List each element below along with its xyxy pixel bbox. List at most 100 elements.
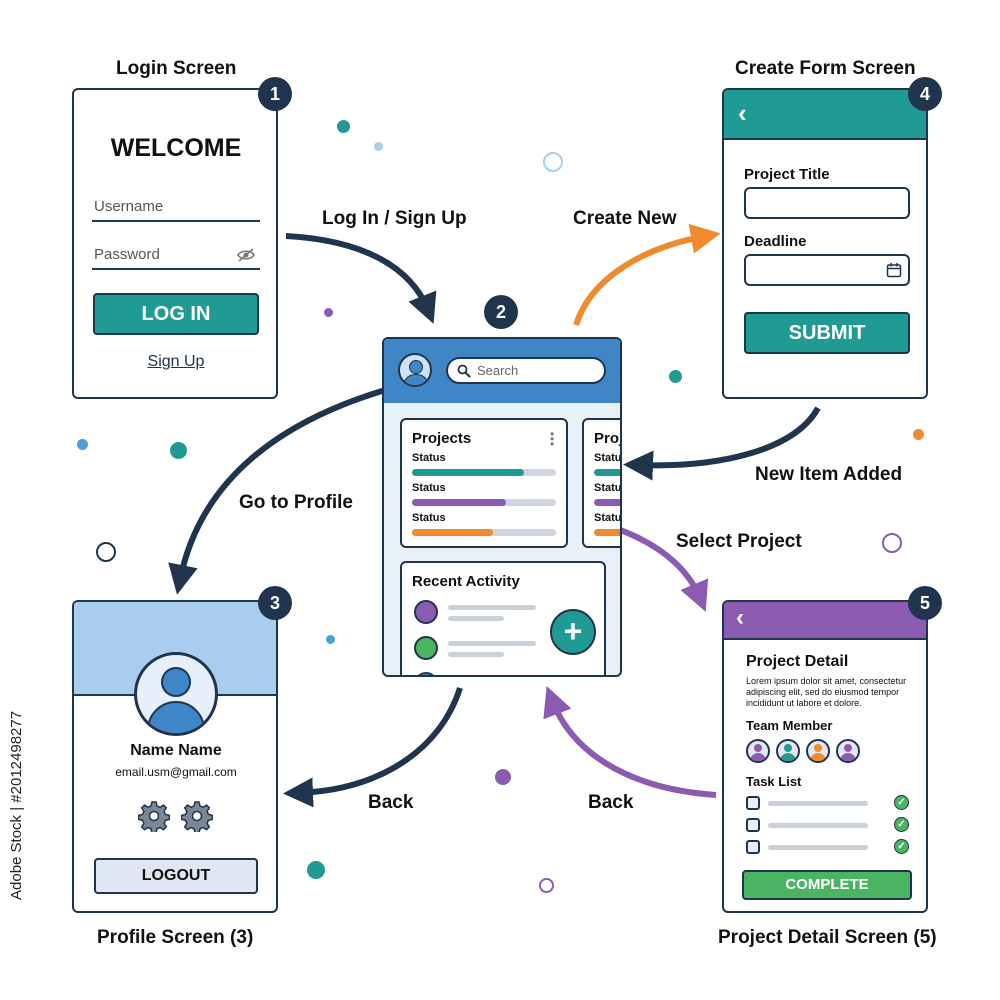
decor-dot: [324, 308, 333, 317]
settings-gear-icon[interactable]: [181, 800, 213, 832]
plus-icon: +: [563, 613, 583, 649]
back-chevron-icon[interactable]: ‹: [736, 604, 744, 631]
profile-avatar[interactable]: [134, 652, 218, 736]
task-line: [768, 845, 868, 850]
task-list-label: Task List: [746, 774, 802, 789]
arrow-detail-back: [543, 685, 717, 798]
decor-ring: [543, 152, 563, 172]
login-screen-caption: Login Screen: [116, 58, 237, 79]
detail-header: [724, 602, 926, 640]
status-bar-fill: [412, 499, 506, 506]
deadline-input[interactable]: [744, 254, 910, 286]
status-label: Status: [412, 482, 446, 494]
check-circle-icon: ✓: [894, 817, 909, 832]
watermark-brand: Adobe Stock: [8, 814, 25, 900]
form-header: [724, 90, 926, 140]
task-checkbox[interactable]: [746, 840, 760, 854]
flow-label-create-new: Create New: [573, 208, 677, 229]
dashboard-screen: Search Projects ••• Status Status Status…: [382, 337, 622, 677]
status-label: Status: [412, 452, 446, 464]
project-title-input[interactable]: [744, 187, 910, 219]
status-bar: [412, 529, 556, 536]
decor-dot: [495, 769, 511, 785]
step-badge-3: 3: [258, 586, 292, 620]
submit-button[interactable]: SUBMIT: [744, 312, 910, 354]
team-member-avatar[interactable]: [836, 739, 860, 763]
activity-line: [448, 616, 504, 621]
arrow-profile-back: [283, 687, 463, 808]
projects-card[interactable]: Projects ••• Status Status Status: [400, 418, 568, 548]
welcome-title: WELCOME: [110, 134, 242, 162]
flow-label-detail-back: Back: [588, 792, 634, 813]
task-line: [768, 823, 868, 828]
username-placeholder: Username: [94, 198, 164, 215]
status-label: Statu: [594, 512, 622, 524]
projects-card-2[interactable]: Proj Statu Statu Statu: [582, 418, 622, 548]
decor-dot: [337, 120, 350, 133]
projects-card-title: Projects: [412, 430, 472, 447]
complete-button[interactable]: COMPLETE: [742, 870, 912, 900]
step-badge-2: 2: [484, 295, 518, 329]
team-member-avatar[interactable]: [806, 739, 830, 763]
step-badge-4: 4: [908, 77, 942, 111]
watermark-vertical: Adobe Stock | #2012498277: [8, 710, 25, 900]
activity-line: [448, 652, 504, 657]
login-screen: WELCOME Username Password LOG IN Sign Up: [72, 88, 278, 399]
check-circle-icon: ✓: [894, 795, 909, 810]
password-field[interactable]: Password: [92, 242, 260, 272]
search-placeholder: Search: [477, 363, 519, 378]
watermark-id: #2012498277: [8, 710, 25, 803]
recent-activity-card[interactable]: Recent Activity +: [400, 561, 606, 675]
password-placeholder: Password: [94, 246, 160, 263]
decor-dot: [913, 429, 924, 440]
username-underline: [92, 220, 260, 222]
task-checkbox[interactable]: [746, 818, 760, 832]
arrow-form-to-dashboard: [623, 406, 821, 481]
project-detail-caption: Project Detail Screen (5): [718, 927, 937, 948]
profile-screen-caption: Profile Screen (3): [97, 927, 254, 948]
decor-dot: [170, 442, 187, 459]
decor-dot: [669, 370, 682, 383]
flow-label-select-project: Select Project: [676, 531, 802, 552]
profile-email: email.usm@gmail.com: [115, 765, 237, 779]
profile-name: Name Name: [130, 742, 222, 759]
status-bar: [594, 529, 620, 536]
status-bar-fill: [412, 469, 525, 476]
decor-ring: [882, 533, 902, 553]
team-member-avatar[interactable]: [746, 739, 770, 763]
activity-avatar: [414, 672, 438, 675]
password-underline: [92, 268, 260, 270]
flow-label-go-profile: Go to Profile: [239, 492, 353, 513]
logout-button[interactable]: LOGOUT: [94, 858, 258, 894]
team-member-avatar[interactable]: [776, 739, 800, 763]
signup-link[interactable]: Sign Up: [147, 353, 205, 370]
eye-off-icon[interactable]: [237, 248, 255, 262]
flow-label-new-item: New Item Added: [755, 464, 903, 485]
search-icon: [457, 364, 471, 378]
username-field[interactable]: Username: [92, 194, 260, 224]
task-checkbox[interactable]: [746, 796, 760, 810]
flow-label-profile-back: Back: [368, 792, 414, 813]
decor-dot: [326, 635, 335, 644]
step-badge-5: 5: [908, 586, 942, 620]
arrow-dashboard-to-form: [573, 223, 721, 326]
team-member-label: Team Member: [746, 718, 833, 733]
status-bar: [412, 469, 556, 476]
activity-line: [448, 605, 536, 610]
recent-activity-title: Recent Activity: [412, 573, 520, 590]
check-circle-icon: ✓: [894, 839, 909, 854]
calendar-icon[interactable]: [886, 262, 902, 278]
add-fab-button[interactable]: +: [550, 609, 596, 655]
more-options-icon[interactable]: •••: [550, 427, 555, 451]
project-detail-body: Lorem ipsum dolor sit amet, consectetur …: [746, 676, 907, 708]
step-badge-1: 1: [258, 77, 292, 111]
profile-screen: Name Name email.usm@gmail.com LOGOUT: [72, 600, 278, 913]
decor-dot: [77, 439, 88, 450]
settings-gear-icon[interactable]: [138, 800, 170, 832]
create-form-caption: Create Form Screen: [735, 58, 916, 79]
status-label: Status: [412, 512, 446, 524]
login-button[interactable]: LOG IN: [93, 293, 259, 335]
back-chevron-icon[interactable]: ‹: [738, 98, 747, 128]
search-bar[interactable]: Search: [446, 357, 606, 384]
user-avatar[interactable]: [398, 353, 432, 387]
